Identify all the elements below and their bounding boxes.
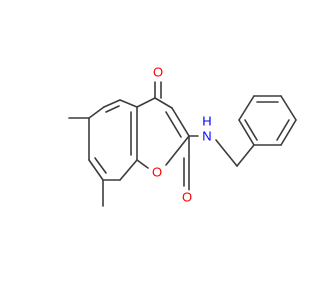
- bond-ring-b-5: [136, 159, 149, 169]
- amide-hydrogen-label: H: [202, 114, 211, 129]
- amide-nitrogen-label: N: [202, 129, 211, 144]
- bond-ring-a-7-inner: [94, 157, 107, 174]
- bond-ring-a-2: [103, 99, 121, 108]
- bond-ring-b-1: [136, 97, 156, 108]
- bond-ring-c-6: [238, 119, 255, 146]
- amide-oxygen-group: O: [180, 190, 194, 205]
- ring-oxygen-label: O: [152, 165, 162, 180]
- bond-ring-c-6-inner: [244, 119, 258, 141]
- bond-lines: [68, 81, 297, 207]
- amide-nitrogen-group: N H: [200, 114, 214, 144]
- bond-ring-b-2: [154, 97, 173, 109]
- bond-ring-b-3-inner: [165, 111, 182, 138]
- bond-ring-a-7: [88, 159, 104, 181]
- bond-ring-c-3: [280, 95, 297, 121]
- bond-n-ch2: [215, 139, 238, 167]
- bond-ring-a-5: [119, 159, 138, 181]
- bond-ring-a-3: [119, 99, 138, 108]
- ketone-oxygen-group: O: [151, 65, 165, 80]
- bond-ring-b-3: [171, 107, 190, 137]
- bond-ch2-ring: [236, 144, 255, 167]
- bond-ring-c-2-inner: [276, 119, 290, 141]
- bond-ring-a-2-inner: [105, 105, 120, 113]
- ring-oxygen-group: O: [150, 165, 164, 180]
- ketone-oxygen-label: O: [153, 65, 163, 80]
- amide-oxygen-label: O: [182, 190, 192, 205]
- bond-ring-c-5: [238, 95, 255, 121]
- bond-ring-c-2: [280, 119, 297, 146]
- chemical-structure-diagram: O O O N H: [68, 65, 297, 207]
- atom-labels: O O O N H: [150, 65, 214, 205]
- bond-ring-a-1: [88, 106, 105, 119]
- bond-ring-b-4: [165, 135, 190, 166]
